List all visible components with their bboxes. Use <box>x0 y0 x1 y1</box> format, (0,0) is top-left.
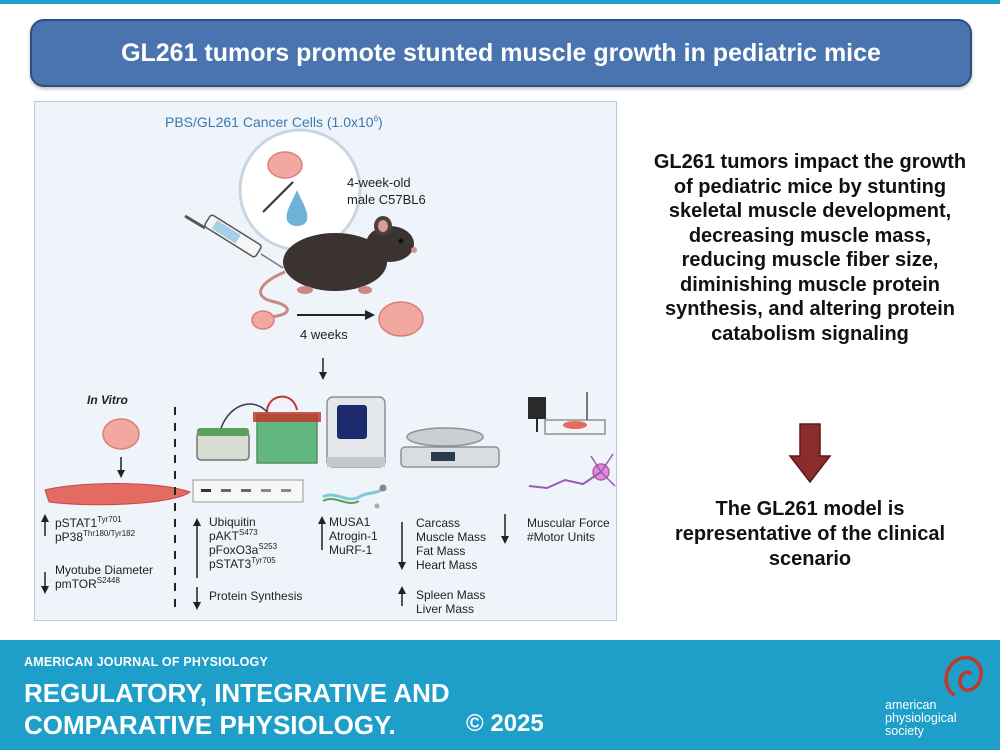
atrophy-up-item: MUSA1 <box>329 515 371 529</box>
illustration <box>41 128 616 610</box>
journal-title-line1: REGULATORY, INTEGRATIVE AND <box>24 678 450 708</box>
graphical-abstract-panel: PBS/GL261 Cancer Cells (1.0x106) 4-week-… <box>34 101 617 621</box>
signaling-up-item: pAKTS473 <box>209 528 258 544</box>
mass-down-item: Fat Mass <box>416 544 466 558</box>
tumor-small-icon <box>251 310 275 330</box>
invitro-up-item: pP38Thr180/Tyr182 <box>55 529 136 545</box>
atrophy-up-item: Atrogin-1 <box>329 529 378 543</box>
down-arrow-icon <box>788 423 832 484</box>
qpcr-machine-icon <box>326 396 386 468</box>
mass-up-item: Liver Mass <box>416 602 475 616</box>
syringe-icon <box>184 214 284 269</box>
atrophy-arrow <box>318 516 326 550</box>
force-transducer-icon <box>528 392 606 435</box>
force-down-item: Muscular Force <box>527 516 610 530</box>
journal-name: AMERICAN JOURNAL OF PHYSIOLOGY <box>24 655 268 669</box>
mass-down-item: Carcass <box>416 516 461 530</box>
mass-up-list: Spleen Mass Liver Mass <box>416 588 485 616</box>
conclusion-text: The GL261 model is representative of the… <box>674 498 946 570</box>
invitro-down-list: Myotube Diameter pmTORS2448 <box>55 563 153 591</box>
myotube-icon <box>44 483 192 506</box>
invitro-up-item: pSTAT1Tyr701 <box>55 515 122 531</box>
invitro-arrows <box>41 514 49 594</box>
blot-bands <box>192 479 304 503</box>
signaling-arrows <box>193 518 201 610</box>
signaling-up-item: pFoxO3aS253 <box>209 542 278 558</box>
top-rule <box>0 0 1000 4</box>
mrna-icon <box>322 484 387 509</box>
scale-icon <box>400 427 500 468</box>
mouse-illustration <box>259 216 417 319</box>
mass-down-list: Carcass Muscle Mass Fat Mass Heart Mass <box>416 516 486 572</box>
tumor-large-icon <box>378 301 424 337</box>
atrophy-up-item: MuRF-1 <box>329 543 373 557</box>
injection-label: PBS/GL261 Cancer Cells (1.0x106) <box>165 114 383 130</box>
invitro-down-item: pmTORS2448 <box>55 576 120 592</box>
force-down-list: Muscular Force #Motor Units <box>527 516 610 544</box>
neuron-icon <box>528 453 616 490</box>
mass-up-item: Spleen Mass <box>416 588 486 602</box>
cancer-cell-icon <box>102 418 140 450</box>
signaling-down-item: Protein Synthesis <box>209 589 303 603</box>
force-down-item: #Motor Units <box>527 530 596 544</box>
atrophy-up-list: MUSA1 Atrogin-1 MuRF-1 <box>329 515 378 557</box>
duration-label: 4 weeks <box>300 327 348 342</box>
mass-arrows <box>398 522 406 606</box>
journal-footer: AMERICAN JOURNAL OF PHYSIOLOGY REGULATOR… <box>0 640 1000 750</box>
society-logo-icon <box>944 655 983 697</box>
summary-text: GL261 tumors impact the growth of pediat… <box>653 151 967 345</box>
signaling-up-list: Ubiquitin pAKTS473 pFoxO3aS253 pSTAT3Tyr… <box>209 515 277 571</box>
western-blot-apparatus-icon <box>196 395 321 464</box>
signaling-up-item: pSTAT3Tyr705 <box>209 556 276 572</box>
force-arrow <box>501 514 509 544</box>
copyright: © 2025 <box>466 710 544 737</box>
invitro-up-list: pSTAT1Tyr701 pP38Thr180/Tyr182 <box>55 515 136 545</box>
society-name: american physiological society <box>885 698 957 738</box>
invitro-down-item: Myotube Diameter <box>55 563 154 577</box>
in-vitro-label: In Vitro <box>87 393 128 407</box>
society-logo: american physiological society <box>885 650 990 742</box>
cell-injection-circle <box>238 128 362 252</box>
signaling-up-item: Ubiquitin <box>209 515 256 529</box>
journal-title-line2: COMPARATIVE PHYSIOLOGY. <box>24 710 396 740</box>
mass-down-item: Muscle Mass <box>416 530 487 544</box>
mass-down-item: Heart Mass <box>416 558 478 572</box>
page-title: GL261 tumors promote stunted muscle grow… <box>121 38 881 67</box>
title-banner: GL261 tumors promote stunted muscle grow… <box>30 19 972 87</box>
